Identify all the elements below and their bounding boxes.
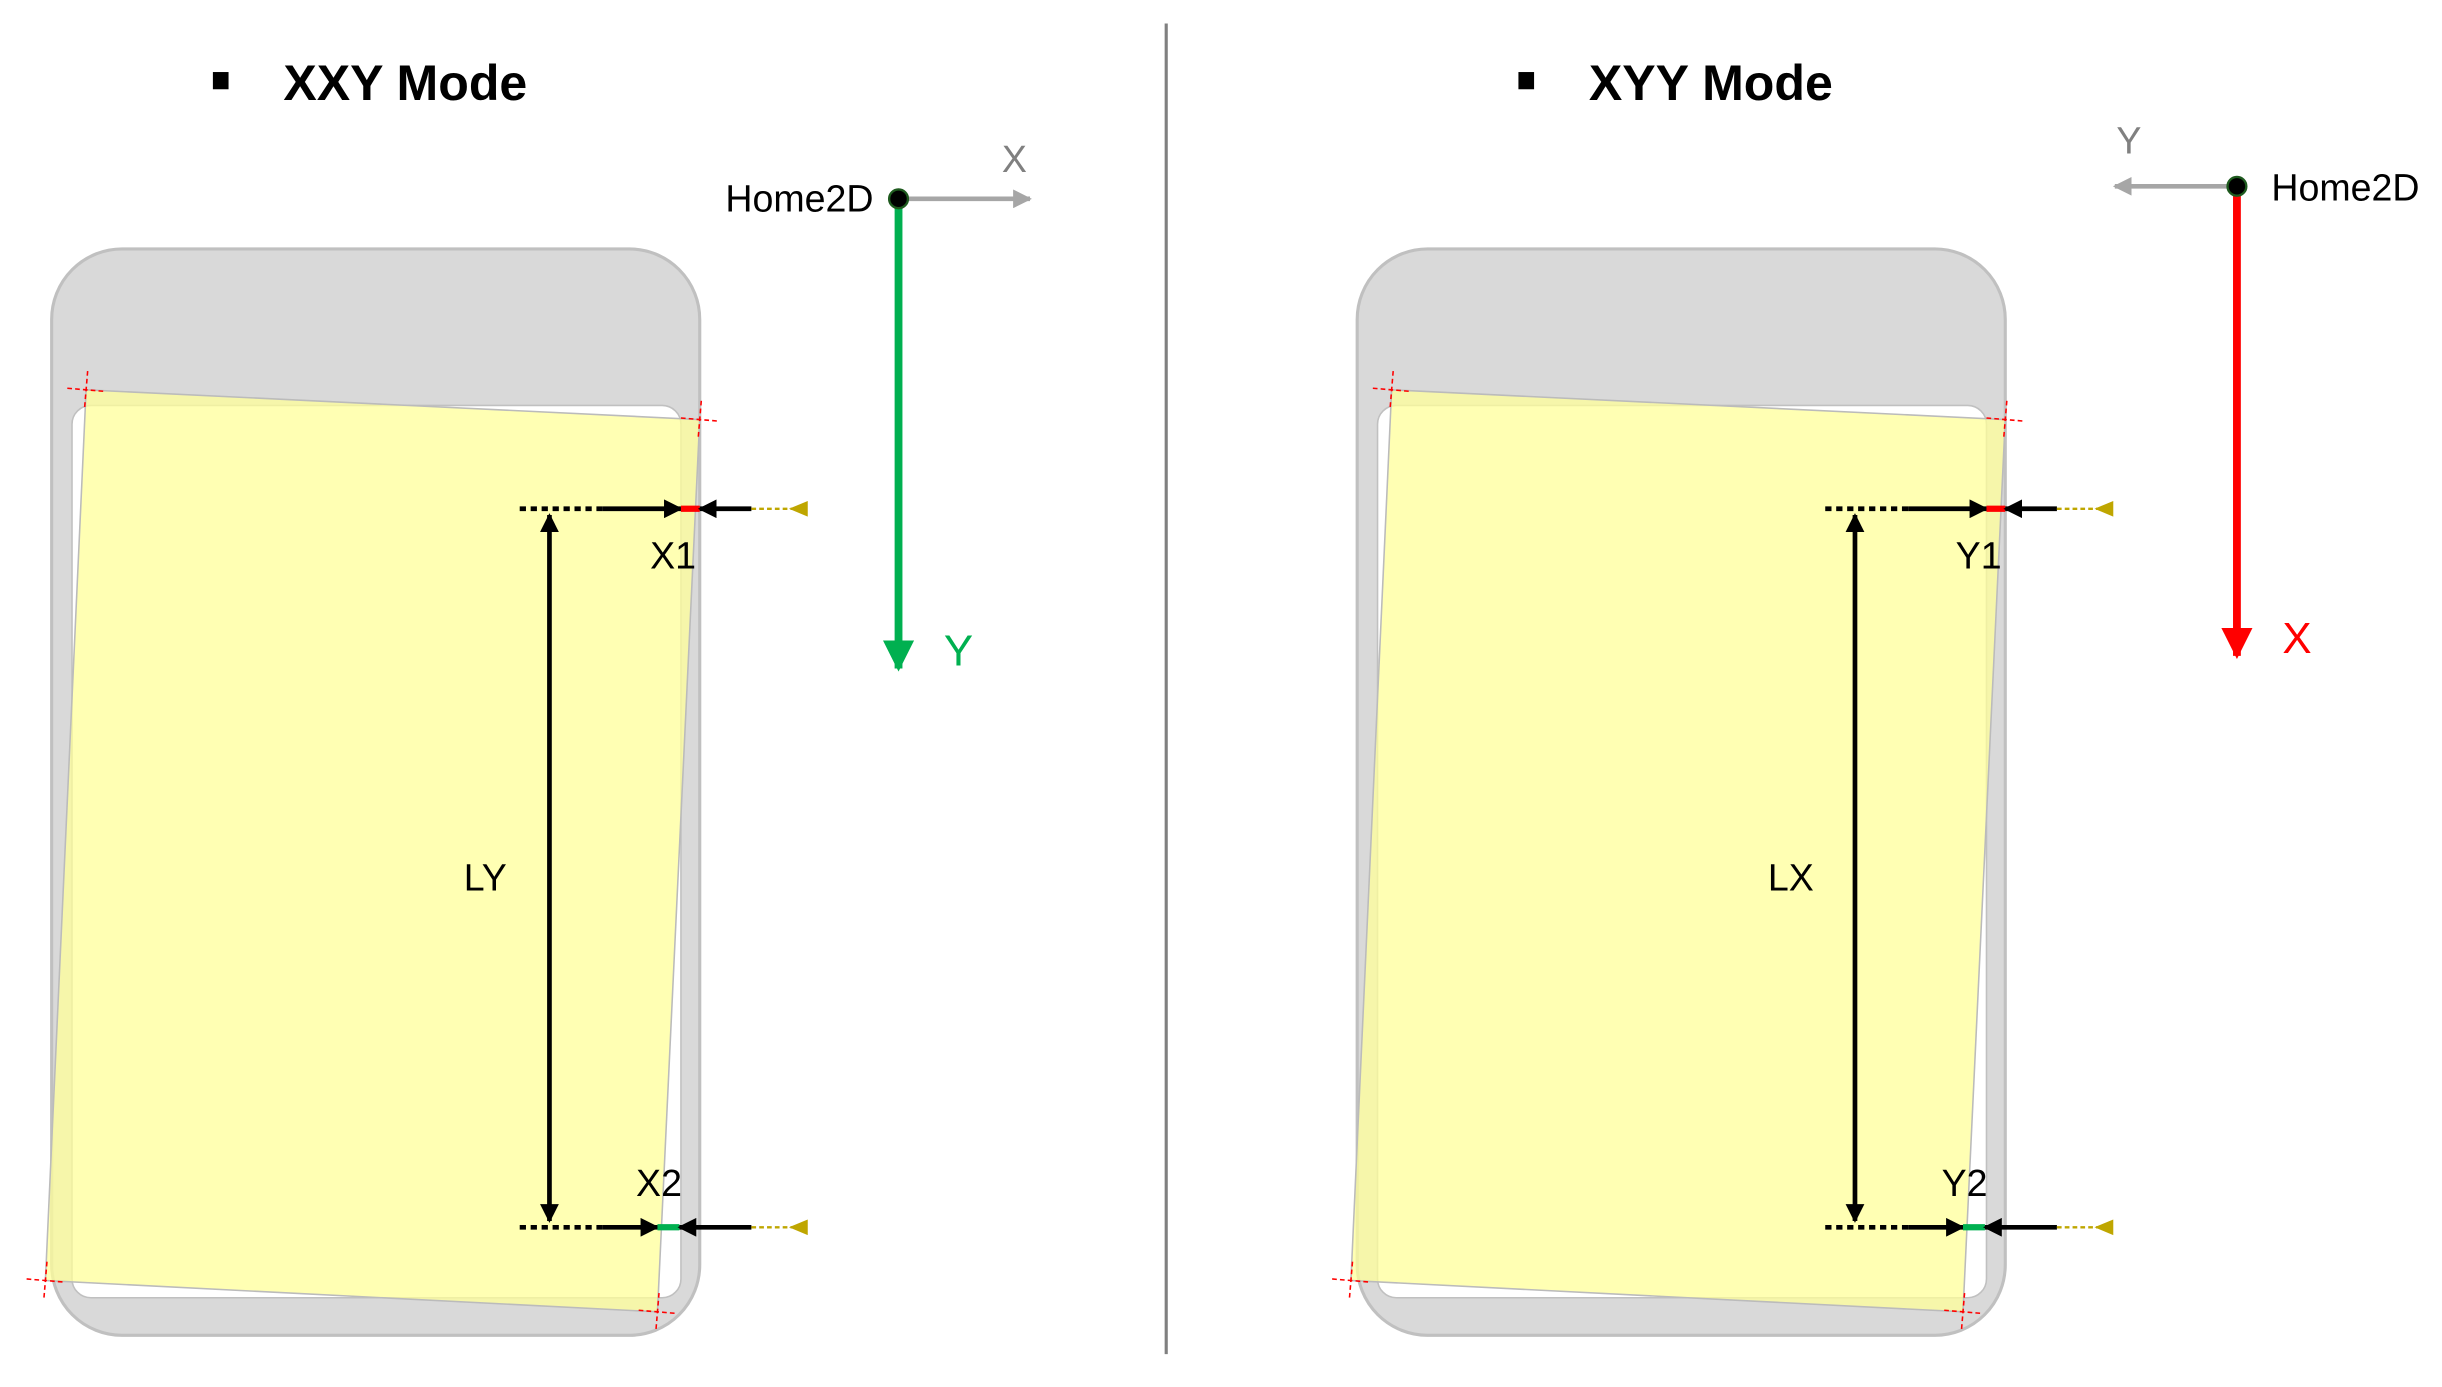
corner-crosshair bbox=[1389, 370, 1394, 409]
corner-crosshair bbox=[43, 1261, 48, 1300]
top-sensor-label: Y1 bbox=[1956, 534, 2002, 576]
home-origin-dot bbox=[887, 188, 910, 210]
home-label: Home2D bbox=[725, 177, 873, 219]
bottom-sensor-icon bbox=[788, 1219, 808, 1236]
panel-title: XXY Mode bbox=[283, 55, 527, 111]
bullet-icon bbox=[1518, 72, 1535, 90]
corner-crosshair bbox=[655, 1292, 660, 1331]
length-label: LX bbox=[1768, 857, 1814, 899]
corner-crosshair bbox=[1960, 1292, 1966, 1331]
home-origin-dot bbox=[2226, 175, 2248, 197]
length-label: LY bbox=[464, 857, 507, 899]
corner-crosshair bbox=[1348, 1261, 1354, 1300]
bottom-sensor-label: X2 bbox=[636, 1162, 682, 1204]
panel-title: XYY Mode bbox=[1589, 55, 1833, 111]
bottom-sensor-label: Y2 bbox=[1942, 1162, 1988, 1204]
corner-crosshair bbox=[83, 370, 89, 409]
rotated-substrate bbox=[1350, 388, 2007, 1313]
bullet-icon bbox=[212, 72, 229, 90]
rotated-substrate bbox=[44, 388, 701, 1313]
corner-crosshair bbox=[2002, 400, 2008, 439]
horizontal-axis-label: X bbox=[1002, 138, 1027, 180]
vertical-axis-label: Y bbox=[944, 626, 973, 675]
top-sensor-icon bbox=[2094, 500, 2114, 517]
horizontal-axis-label: Y bbox=[2116, 119, 2141, 161]
bottom-sensor-icon bbox=[2094, 1219, 2114, 1236]
vertical-axis-label: X bbox=[2282, 614, 2311, 663]
top-sensor-icon bbox=[788, 500, 808, 517]
home-label: Home2D bbox=[2271, 166, 2419, 208]
top-sensor-label: X1 bbox=[650, 534, 696, 576]
corner-crosshair bbox=[697, 400, 703, 439]
